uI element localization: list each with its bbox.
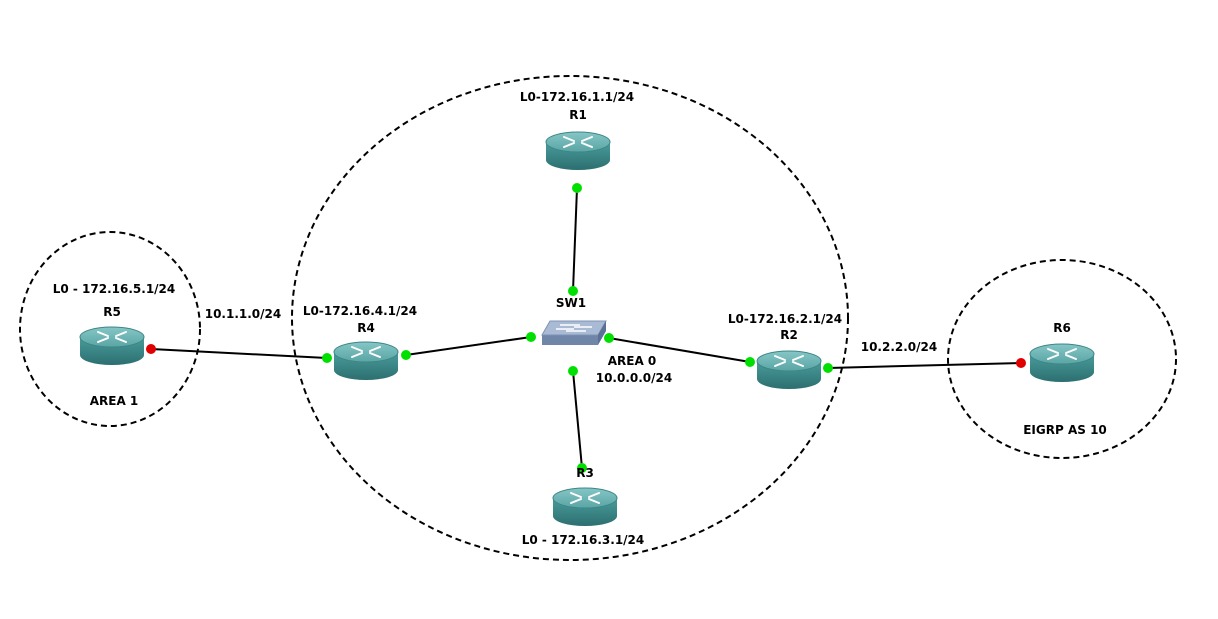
area0-boundary [291, 75, 849, 561]
port-sw1-south [568, 366, 578, 376]
router-icon [545, 131, 611, 171]
port-sw1-west [526, 332, 536, 342]
link-r5-r4 [150, 348, 328, 359]
port-r4-west [322, 353, 332, 363]
link-r4-sw1 [405, 336, 532, 356]
router-icon [1029, 343, 1095, 383]
port-r3 [577, 463, 587, 473]
port-r1 [572, 183, 582, 193]
port-r2-west [745, 357, 755, 367]
port-sw1-east [604, 333, 614, 343]
router-icon [333, 341, 399, 381]
r1-label: R1 [569, 108, 587, 122]
network-r5-r4-label: 10.1.1.0/24 [205, 307, 282, 321]
router-icon [552, 487, 618, 527]
port-r4-east [401, 350, 411, 360]
router-r3[interactable] [552, 487, 618, 527]
r5-loopback-label: L0 - 172.16.5.1/24 [53, 282, 176, 296]
router-r1[interactable] [545, 131, 611, 171]
router-r5[interactable] [79, 326, 145, 366]
link-sw1-r2 [608, 337, 751, 363]
r2-loopback-label: L0-172.16.2.1/24 [728, 312, 842, 326]
router-r6[interactable] [1029, 343, 1095, 383]
router-r2[interactable] [756, 350, 822, 390]
r2-label: R2 [780, 328, 798, 342]
link-sw1-r3 [572, 370, 583, 469]
port-r2-east [823, 363, 833, 373]
eigrp-label: EIGRP AS 10 [1023, 423, 1107, 437]
router-icon [756, 350, 822, 390]
area0-network-label: 10.0.0.0/24 [596, 371, 673, 385]
switch-sw1[interactable] [541, 320, 607, 345]
router-r4[interactable] [333, 341, 399, 381]
router-icon [79, 326, 145, 366]
port-r6-down [1016, 358, 1026, 368]
area0-label: AREA 0 [608, 354, 657, 368]
r3-label: R3 [576, 466, 594, 480]
sw1-label: SW1 [556, 296, 586, 310]
link-r2-r6 [827, 362, 1022, 369]
r5-label: R5 [103, 305, 121, 319]
r3-loopback-label: L0 - 172.16.3.1/24 [522, 533, 645, 547]
eigrp-boundary [947, 259, 1177, 459]
link-sw1-r1 [572, 187, 578, 292]
r4-label: R4 [357, 321, 375, 335]
port-r5-down [146, 344, 156, 354]
r6-label: R6 [1053, 321, 1071, 335]
area1-label: AREA 1 [90, 394, 139, 408]
area1-boundary [19, 231, 201, 427]
network-r2-r6-label: 10.2.2.0/24 [861, 340, 938, 354]
r1-loopback-label: L0-172.16.1.1/24 [520, 90, 634, 104]
switch-icon [541, 320, 607, 345]
r4-loopback-label: L0-172.16.4.1/24 [303, 304, 417, 318]
port-sw1-north [568, 286, 578, 296]
